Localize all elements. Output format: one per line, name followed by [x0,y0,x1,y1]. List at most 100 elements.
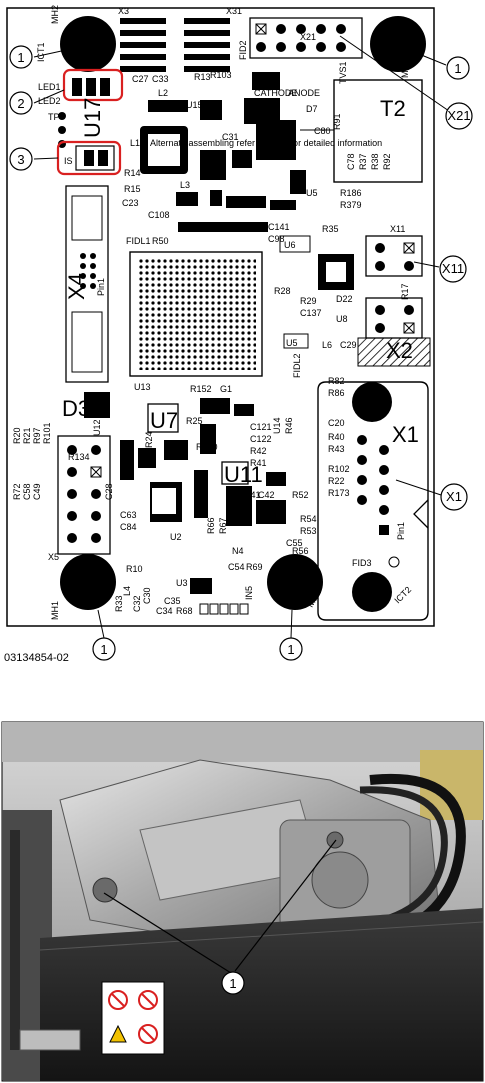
label-r72: R72 [12,483,22,500]
label-u2: U2 [170,532,182,542]
label-led2: LED2 [38,96,61,106]
label-c58: C58 [22,483,32,500]
label-n4: N4 [232,546,244,556]
label-r40: R40 [328,432,345,442]
header-x2 [357,297,431,367]
label-c42: C42 [258,490,275,500]
callout-2-label: 2 [17,96,24,111]
label-fidl1: FIDL1 [126,236,151,246]
label-x21: X21 [300,32,316,42]
ic-l1 [140,126,188,174]
label-u8: U8 [336,314,348,324]
label-x2: X2 [386,338,413,363]
comp-u2-window [152,488,176,514]
callout-1-bottom-left-label: 1 [100,642,107,657]
label-cathode: CATHODE [254,88,297,98]
label-x11: X11 [390,224,405,234]
label-r28: R28 [274,286,291,296]
label-r173: R173 [328,488,350,498]
label-r82: R82 [328,376,345,386]
label-anode: ANODE [288,88,320,98]
connector-x31 [184,18,230,72]
label-r22: R22 [328,476,345,486]
label-r50: R50 [152,236,169,246]
label-c28: C28 [104,483,114,500]
label-r10: R10 [126,564,143,574]
highlight-leds [62,68,124,102]
label-r53: R53 [300,526,317,536]
label-r54: R54 [300,514,317,524]
connector-x4 [65,185,109,383]
label-c108: C108 [148,210,170,220]
label-c23: C23 [122,198,139,208]
label-d22: D22 [336,294,353,304]
fiducial-fid3 [388,556,400,568]
label-r102: R102 [328,464,350,474]
label-mh2: MH2 [50,5,60,24]
label-u11: U11 [224,462,263,487]
label-l2: L2 [158,88,168,98]
comp-u6 [279,235,311,253]
label-c27: C27 [132,74,149,84]
led-pair [72,78,110,96]
sensor-left [92,877,118,903]
label-d3: D3 [62,396,90,421]
label-ict1: ICT1 [36,42,46,62]
machine-photo: 1 [0,690,485,1083]
label-c63: C63 [120,510,137,520]
head-motor [311,851,369,909]
callout-leaders [33,35,450,639]
connector-x5 [57,435,111,555]
label-mh1: MH1 [50,601,60,620]
label-mh3: MH3 [400,59,410,78]
label-r92: R92 [382,153,392,170]
machine-upper-frame [2,722,483,762]
label-l3: L3 [180,180,190,190]
label-c78: C78 [346,153,356,170]
label-r35: R35 [322,224,339,234]
label-r103: R103 [210,70,232,80]
connector-x1 [317,381,429,621]
label-r21: R21 [22,427,32,444]
label-r66: R66 [206,517,216,534]
comp-d3 [84,392,110,418]
photo-callout-leaders [103,839,337,974]
ic-qfn [318,254,354,290]
label-x31: X31 [226,6,242,16]
label-c84: C84 [120,522,137,532]
photo-callout-1: 1 [221,971,245,995]
label-c32: C32 [132,595,142,612]
label-tvs1: TVS1 [338,61,348,84]
mounting-hole-mh2 [60,16,116,72]
label-t2: T2 [380,96,406,121]
lower-fixture [19,1029,81,1051]
label-r69: R69 [246,562,263,572]
callout-1-bottom-right: 1 [279,637,303,661]
label-x4-pin1: Pin1 [96,278,106,296]
prohibition-icon-2 [138,990,158,1010]
label-c121: C121 [250,422,272,432]
sensor-right [326,831,344,849]
mounting-hole-mh3 [370,16,426,72]
label-r15: R15 [124,184,141,194]
machine-photo-svg: 1 [0,690,485,1083]
comp-u7 [147,403,179,433]
label-x1-pin1: Pin1 [396,522,406,540]
label-r52: R52 [292,490,309,500]
label-led1: LED1 [38,82,61,92]
label-l4: L4 [122,586,132,596]
label-r20: R20 [12,427,22,444]
comp-u11 [221,461,249,485]
label-r17: R17 [400,283,410,300]
component-field-upper [178,120,306,232]
callout-1-top-right: 1 [446,56,470,80]
label-r33: R33 [114,595,124,612]
label-r67: R67 [218,517,228,534]
comp-u3 [190,578,212,594]
label-u5: U5 [286,338,298,348]
label-c141: C141 [268,222,290,232]
label-u15: U15 [186,100,203,110]
label-r68: R68 [176,606,193,616]
component-field-middle [120,398,286,526]
label-x5: X5 [48,552,59,562]
